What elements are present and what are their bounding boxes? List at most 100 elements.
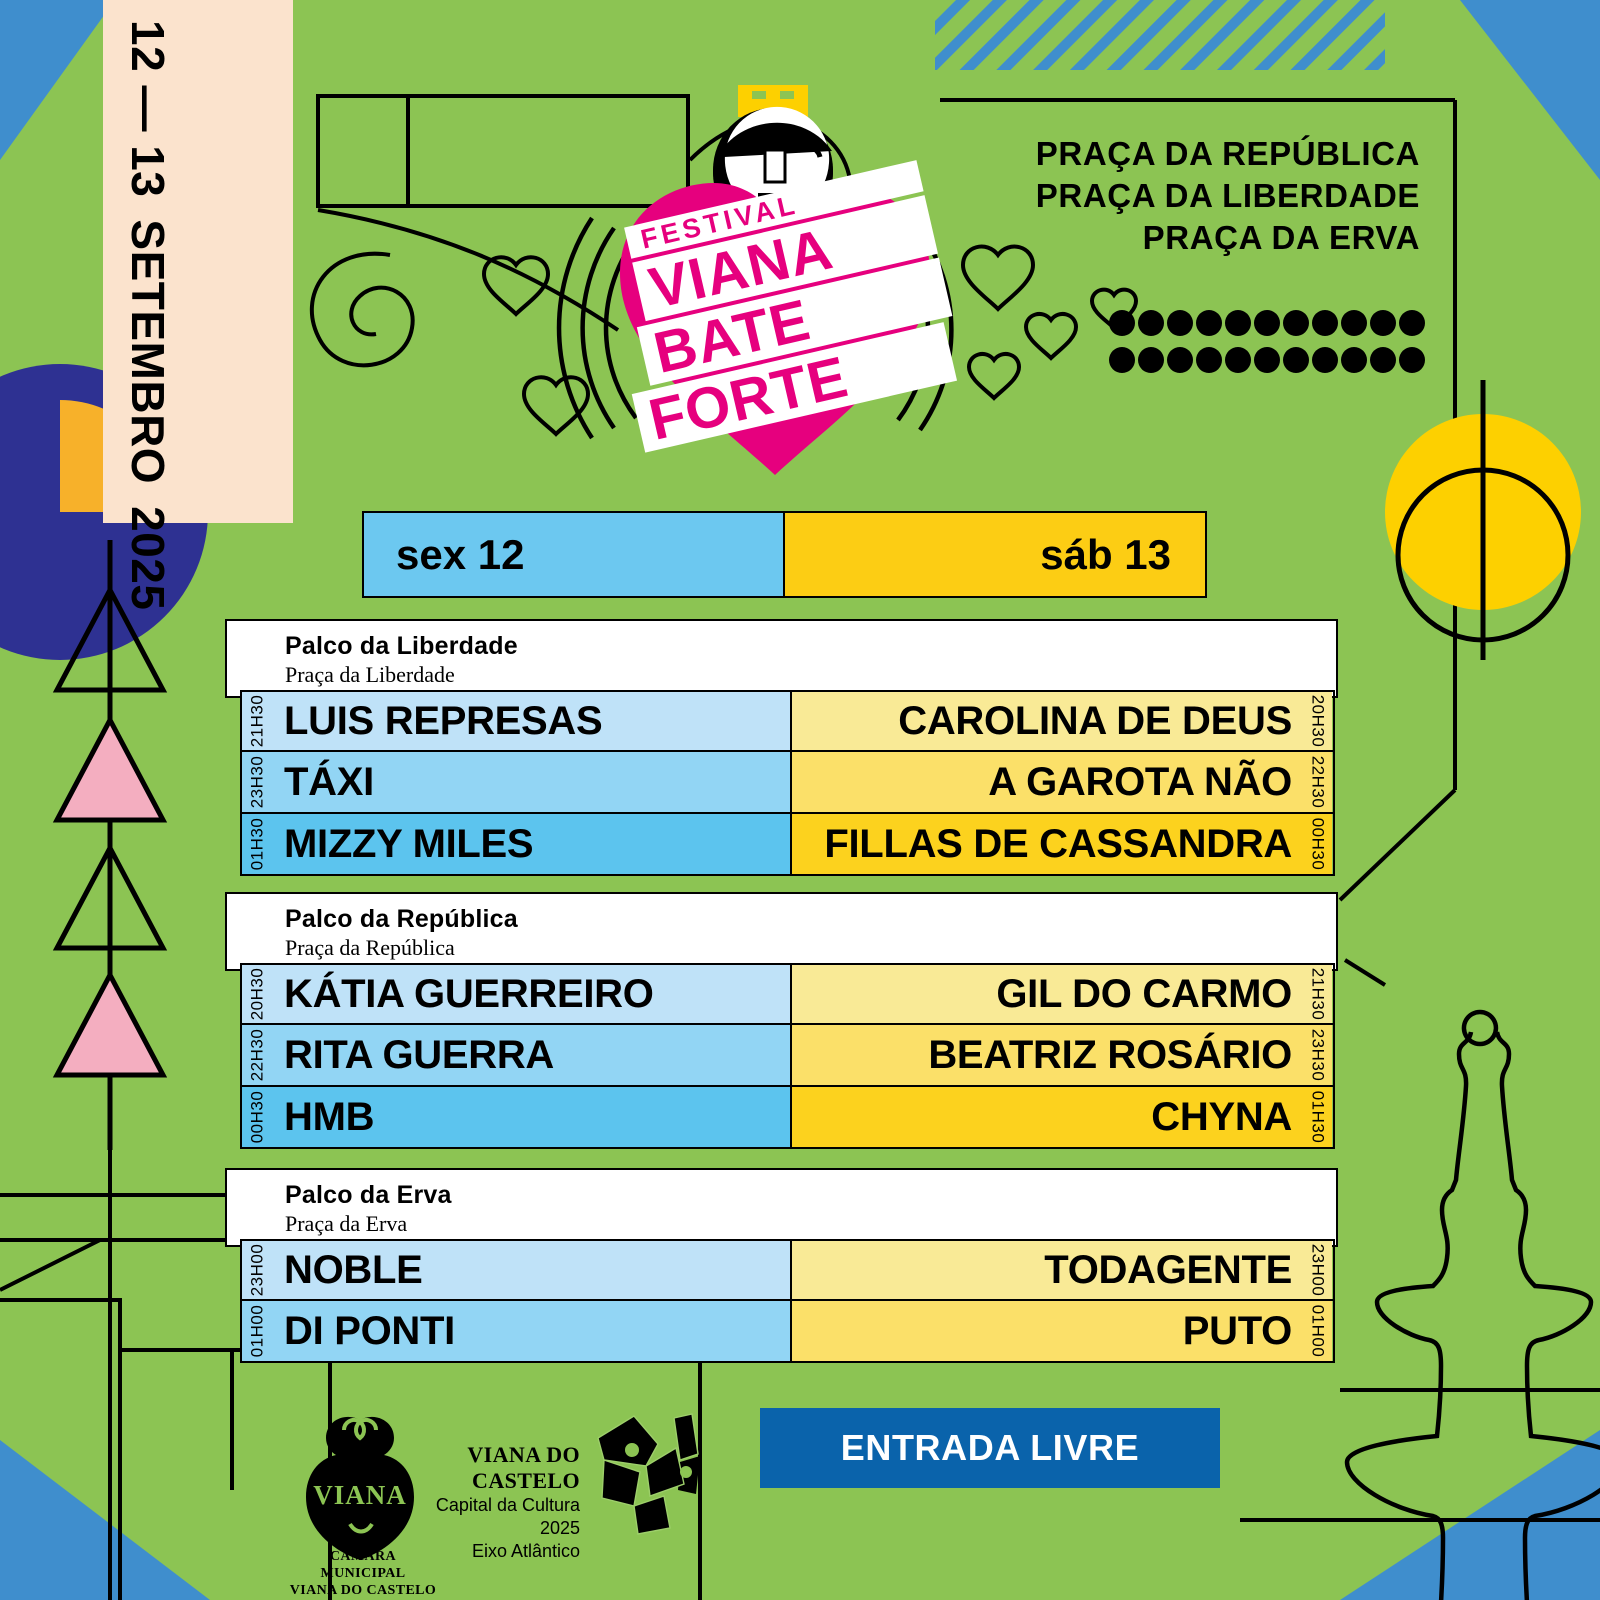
artist-name-saturday: CAROLINA DE DEUS	[898, 698, 1292, 743]
schedule-cell-saturday[interactable]: TODAGENTE 23H00	[792, 1241, 1332, 1299]
artist-name-friday: KÁTIA GUERREIRO	[284, 971, 654, 1016]
schedule-cell-saturday[interactable]: A GAROTA NÃO 22H30	[792, 752, 1332, 812]
schedule-cell-saturday[interactable]: CAROLINA DE DEUS 20H30	[792, 692, 1332, 750]
schedule-cell-friday[interactable]: 01H30 MIZZY MILES	[242, 814, 792, 874]
artist-name-friday: LUIS REPRESAS	[284, 698, 603, 743]
tree-arrow-column	[52, 540, 168, 1150]
artist-name-saturday: A GAROTA NÃO	[988, 759, 1292, 804]
schedule-cell-saturday[interactable]: GIL DO CARMO 21H30	[792, 965, 1332, 1023]
time-label-friday: 23H30	[247, 755, 267, 809]
date-panel: 12 — 13 SETEMBRO 2025	[103, 0, 293, 610]
time-label-saturday: 00H30	[1308, 817, 1328, 871]
schedule-cell-saturday[interactable]: CHYNA 01H30	[792, 1087, 1332, 1147]
eixo-atlantico-logo	[588, 1410, 703, 1540]
entrada-livre-badge[interactable]: ENTRADA LIVRE	[760, 1408, 1220, 1488]
time-label-friday: 20H30	[247, 967, 267, 1021]
date-range: 12 — 13	[122, 20, 174, 198]
yellow-circle	[1385, 380, 1581, 660]
day-tab-friday[interactable]: sex 12	[364, 513, 785, 596]
artist-name-saturday: GIL DO CARMO	[996, 971, 1292, 1016]
time-label-friday: 22H30	[247, 1028, 267, 1082]
time-label-saturday: 01H00	[1308, 1304, 1328, 1358]
vc-line-3: Eixo Atlântico	[471, 1541, 580, 1561]
time-label-saturday: 21H30	[1308, 967, 1328, 1021]
vc-line-2: Capital da Cultura 2025	[435, 1495, 580, 1538]
schedule-cell-saturday[interactable]: PUTO 01H00	[792, 1301, 1332, 1361]
schedule-cell-friday[interactable]: 22H30 RITA GUERRA	[242, 1025, 792, 1085]
corner-triangle-bottom-right	[1340, 1430, 1600, 1600]
schedule-cell-friday[interactable]: 01H00 DI PONTI	[242, 1301, 792, 1361]
artist-name-friday: RITA GUERRA	[284, 1032, 555, 1077]
artist-name-saturday: PUTO	[1182, 1308, 1293, 1353]
time-label-saturday: 22H30	[1308, 755, 1328, 809]
venue-item-1: PRAÇA DA REPÚBLICA	[1035, 135, 1420, 172]
corner-triangle-top-left	[0, 0, 115, 160]
festival-logo: FESTIVAL VIANA BATE FORTE	[590, 55, 960, 495]
day-tab-saturday[interactable]: sáb 13	[784, 513, 1205, 596]
date-year: 2025	[122, 506, 174, 611]
schedule-cell-saturday[interactable]: BEATRIZ ROSÁRIO 23H30	[792, 1025, 1332, 1085]
time-label-friday: 01H30	[247, 817, 267, 871]
vc-line-1: VIANA DO CASTELO	[467, 1442, 580, 1493]
artist-name-saturday: TODAGENTE	[1044, 1247, 1292, 1292]
time-label-saturday: 20H30	[1308, 694, 1328, 748]
stage-title: Palco da Liberdade	[285, 632, 518, 660]
camara-line-1: CÂMARA MUNICIPAL	[320, 1549, 406, 1581]
artist-name-friday: HMB	[284, 1094, 375, 1139]
time-label-saturday: 23H00	[1308, 1243, 1328, 1297]
camara-municipal-logo: VIANA	[300, 1412, 420, 1562]
schedule-row: 23H00 NOBLE TODAGENTE 23H00	[240, 1239, 1335, 1301]
stage-rows: 23H00 NOBLE TODAGENTE 23H00 01H00 DI PONTI PUT…	[240, 1239, 1335, 1363]
logo-text-block: FESTIVAL VIANA BATE FORTE	[624, 160, 958, 453]
stage-title: Palco da República	[285, 905, 518, 933]
venue-item-3: PRAÇA DA ERVA	[1142, 219, 1420, 256]
artist-name-friday: DI PONTI	[284, 1308, 455, 1353]
day-header: sex 12 sáb 13	[362, 511, 1207, 598]
crown-icon	[738, 85, 808, 103]
artist-name-saturday: FILLAS DE CASSANDRA	[824, 821, 1292, 866]
stage-title: Palco da Erva	[285, 1181, 452, 1209]
schedule-row: 23H30 TÁXI A GAROTA NÃO 22H30	[240, 752, 1335, 814]
venue-item-2: PRAÇA DA LIBERDADE	[1035, 177, 1420, 214]
artist-name-friday: NOBLE	[284, 1247, 423, 1292]
artist-name-saturday: BEATRIZ ROSÁRIO	[928, 1032, 1292, 1077]
date-month: SETEMBRO	[122, 219, 174, 485]
schedule-cell-saturday[interactable]: FILLAS DE CASSANDRA 00H30	[792, 814, 1332, 874]
artist-name-saturday: CHYNA	[1151, 1094, 1292, 1139]
schedule-cell-friday[interactable]: 20H30 KÁTIA GUERREIRO	[242, 965, 792, 1023]
fountain-outline	[1344, 1009, 1600, 1600]
artist-name-friday: MIZZY MILES	[284, 821, 534, 866]
time-label-saturday: 01H30	[1308, 1090, 1328, 1144]
time-label-friday: 21H30	[247, 694, 267, 748]
schedule-row: 01H30 MIZZY MILES FILLAS DE CASSANDRA 00H30	[240, 814, 1335, 876]
artist-name-friday: TÁXI	[284, 759, 374, 804]
camara-municipal-caption: CÂMARA MUNICIPAL VIANA DO CASTELO	[288, 1548, 438, 1599]
schedule-row: 22H30 RITA GUERRA BEATRIZ ROSÁRIO 23H30	[240, 1025, 1335, 1087]
time-label-saturday: 23H30	[1308, 1028, 1328, 1082]
venue-list: PRAÇA DA REPÚBLICA PRAÇA DA LIBERDADE PR…	[860, 133, 1420, 259]
schedule-row: 20H30 KÁTIA GUERREIRO GIL DO CARMO 21H30	[240, 963, 1335, 1025]
schedule-cell-friday[interactable]: 23H30 TÁXI	[242, 752, 792, 812]
corner-triangle-top-right	[1460, 0, 1600, 180]
stage-subtitle: Praça da Liberdade	[285, 662, 455, 687]
viana-capital-cultura-text: VIANA DO CASTELO Capital da Cultura 2025…	[420, 1442, 580, 1563]
schedule-cell-friday[interactable]: 23H00 NOBLE	[242, 1241, 792, 1299]
corner-triangle-bottom-left	[0, 1440, 210, 1600]
svg-text:VIANA: VIANA	[313, 1480, 407, 1510]
stage-subtitle: Praça da Erva	[285, 1211, 408, 1236]
time-label-friday: 01H00	[247, 1304, 267, 1358]
dot-grid	[1109, 310, 1425, 373]
camara-line-2: VIANA DO CASTELO	[289, 1583, 437, 1598]
diagonal-stripes	[935, 0, 1385, 70]
time-label-friday: 23H00	[247, 1243, 267, 1297]
stage-subtitle: Praça da República	[285, 935, 455, 960]
schedule-row: 21H30 LUIS REPRESAS CAROLINA DE DEUS 20H30	[240, 690, 1335, 752]
schedule-cell-friday[interactable]: 21H30 LUIS REPRESAS	[242, 692, 792, 750]
